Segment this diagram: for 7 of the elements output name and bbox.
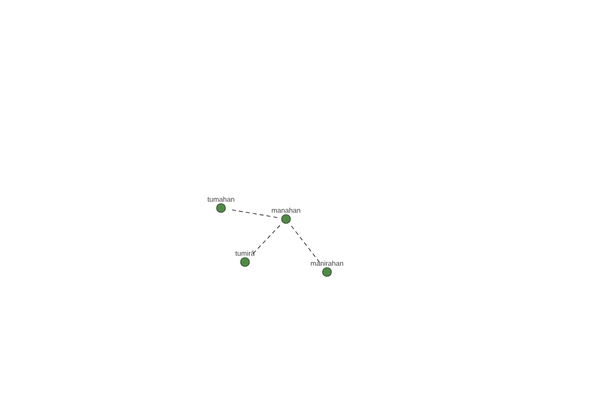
circle-node xyxy=(322,267,332,277)
circle-node xyxy=(240,257,250,267)
connector xyxy=(291,226,322,266)
connector xyxy=(250,225,280,256)
connector xyxy=(229,209,278,218)
circle-node xyxy=(281,214,291,224)
circle-node xyxy=(216,203,226,213)
